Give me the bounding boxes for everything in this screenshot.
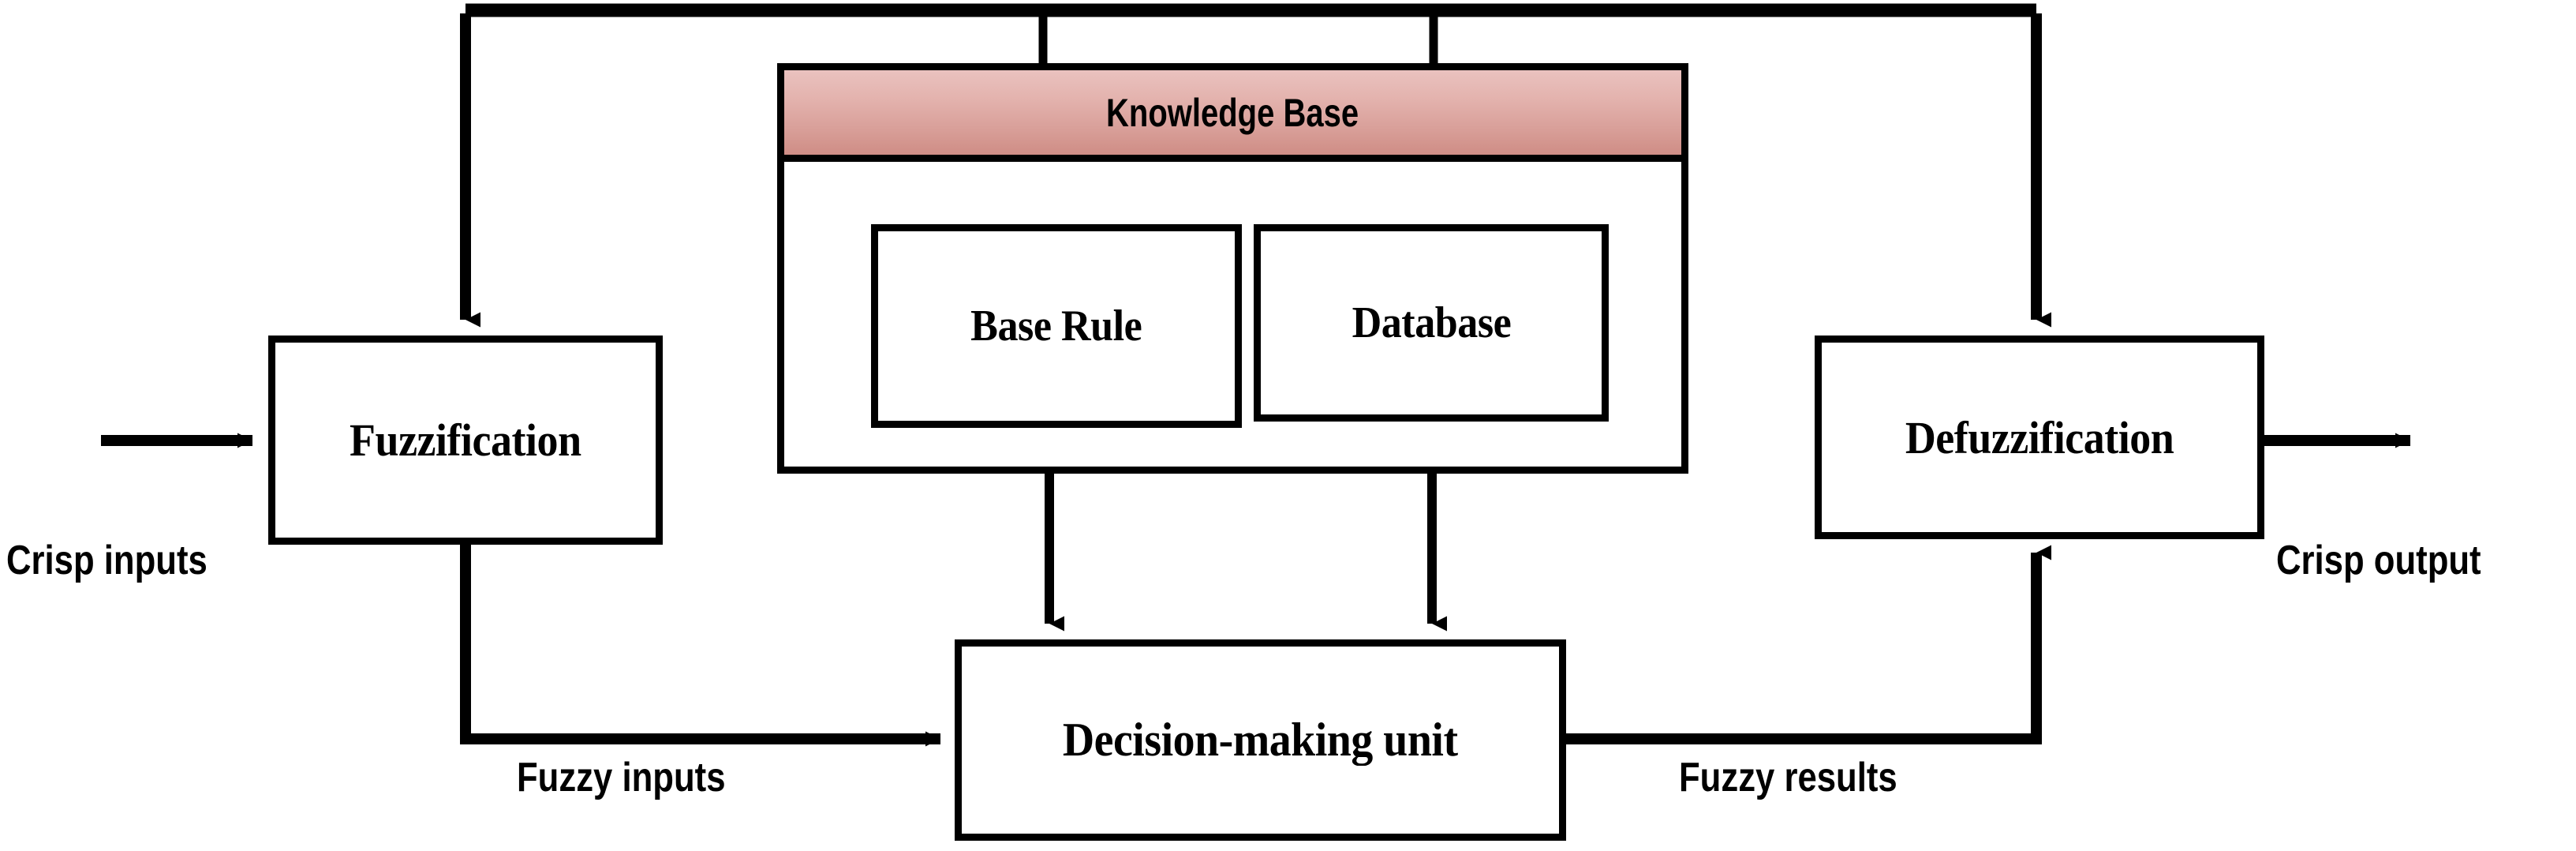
fuzzification-box[interactable]: Fuzzification: [268, 336, 663, 545]
defuzzification-box[interactable]: Defuzzification: [1815, 336, 2264, 539]
crisp-inputs-label: Crisp inputs: [6, 538, 208, 583]
fuzzy-inputs-label: Fuzzy inputs: [517, 755, 726, 800]
decision-making-unit-box[interactable]: Decision-making unit: [955, 639, 1566, 841]
defuzzification-label: Defuzzification: [1905, 411, 2174, 463]
fuzzy-results-label: Fuzzy results: [1679, 755, 1897, 800]
fuzzification-label: Fuzzification: [350, 414, 581, 466]
database-label: Database: [1352, 298, 1511, 347]
base-rule-label: Base Rule: [970, 302, 1142, 351]
knowledge-base-title: Knowledge Base: [1106, 90, 1359, 135]
decision-to-defuzzification-arrow: [1566, 545, 2051, 744]
crisp-output-label: Crisp output: [2276, 538, 2481, 583]
knowledge-base-header: Knowledge Base: [784, 70, 1681, 162]
knowledge-base-container: Knowledge Base Base Rule Database: [777, 63, 1688, 474]
decision-making-unit-label: Decision-making unit: [1063, 714, 1458, 766]
base-rule-box[interactable]: Base Rule: [871, 224, 1242, 428]
fuzzification-to-decision-arrow: [460, 545, 940, 747]
database-box[interactable]: Database: [1254, 224, 1609, 422]
